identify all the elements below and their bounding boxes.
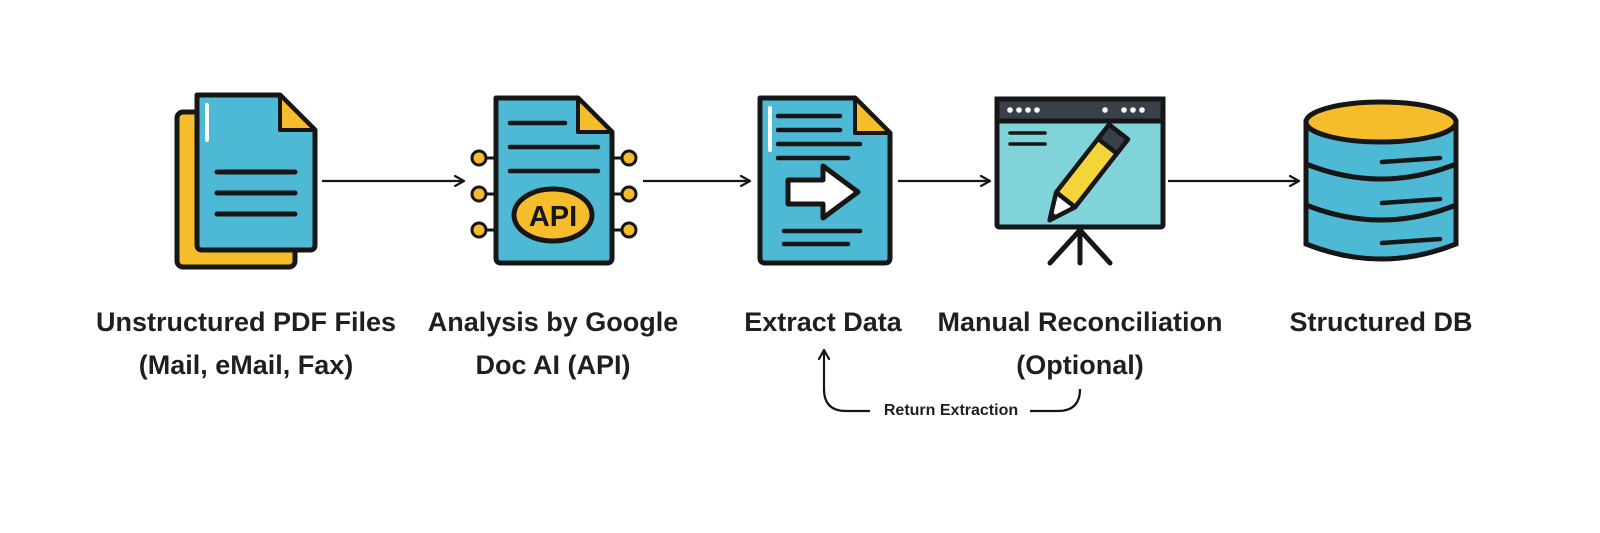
step-label-structured-db: Structured DB	[1289, 301, 1472, 344]
step-label-line: Analysis by Google	[427, 307, 679, 337]
step-label-line: Structured DB	[1289, 307, 1473, 337]
step-label-extract-data: Extract Data	[744, 301, 902, 344]
step-label-line: Unstructured PDF Files	[95, 307, 397, 337]
arrow-right-icon	[785, 163, 861, 221]
api-document-icon: API	[470, 95, 638, 266]
step-label-line: Doc AI (API)	[475, 350, 631, 380]
api-badge-text: API	[529, 201, 577, 233]
database-icon	[1303, 99, 1459, 262]
step-label-google-doc-ai: Analysis by Google Doc AI (API)	[428, 301, 679, 387]
step-label-line: (Mail, eMail, Fax)	[138, 350, 354, 380]
step-label-unstructured-pdf: Unstructured PDF Files (Mail, eMail, Fax…	[96, 301, 396, 387]
step-label-manual-reconciliation: Manual Reconciliation (Optional)	[937, 301, 1222, 387]
step-label-line: Extract Data	[744, 307, 902, 337]
pencil-icon	[1047, 122, 1131, 223]
step-label-line: Manual Reconciliation	[937, 307, 1223, 337]
api-badge	[511, 186, 595, 244]
return-extraction-label: Return Extraction	[883, 402, 1019, 419]
extract-document-icon	[757, 95, 893, 266]
step-label-line: (Optional)	[1016, 350, 1144, 380]
return-extraction-arrow	[824, 350, 1082, 413]
presentation-board-icon	[994, 96, 1166, 266]
documents-icon	[174, 92, 318, 270]
